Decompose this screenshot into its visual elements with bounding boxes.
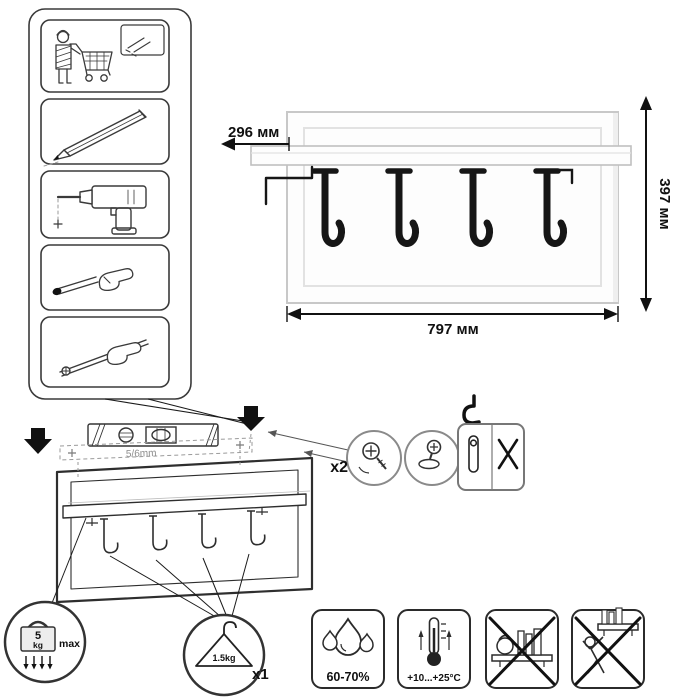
outline-hooks <box>100 510 266 554</box>
temperature-icon <box>418 617 452 666</box>
drill-template <box>59 437 253 461</box>
coat-hook <box>459 168 494 247</box>
hanger-load-label: 1.5kg <box>212 653 235 663</box>
load-direction-arrows <box>23 656 53 670</box>
tools-panel-border <box>28 8 192 400</box>
max-load-max-label: max <box>59 638 80 650</box>
pencil-icon <box>40 98 170 167</box>
no-climbing-box <box>571 607 645 689</box>
installation-diagram: 5/6mm <box>24 394 525 604</box>
product-shelf <box>250 145 632 166</box>
wall-hook-icon <box>462 394 481 425</box>
humidity-box: 60-70% <box>311 609 385 689</box>
temperature-box: +10...+25°C <box>397 609 471 689</box>
depth-dimension-label: 296 мм <box>228 124 279 141</box>
humidity-label: 60-70% <box>326 670 369 684</box>
sequence-leader-lines <box>104 398 248 425</box>
temperature-label: +10...+25°C <box>407 673 460 684</box>
humidity-icon <box>322 617 374 656</box>
coat-hook <box>385 168 420 247</box>
drill-size-label: 5/6mm <box>126 448 157 460</box>
hanger-count-label: x1 <box>252 666 269 683</box>
spec-icons-row: 60-70% +10...+25°C <box>311 607 645 689</box>
no-heavy-load-box <box>485 609 559 689</box>
product-back-panel <box>286 111 619 304</box>
screw-washer-icon <box>404 430 460 486</box>
person-with-cart-icon <box>40 19 170 93</box>
fasteners-count-label: x2 <box>330 459 348 476</box>
spirit-level-icon <box>87 423 219 447</box>
no-climbing-icon <box>574 607 642 686</box>
hanger-icon <box>195 621 253 667</box>
hook-leader-lines <box>109 553 250 618</box>
dimension-width: 797 мм <box>286 306 619 338</box>
mount-guide-dash <box>248 433 252 453</box>
dowel-insert-icon <box>40 244 170 311</box>
height-dimension-label: 397 мм <box>656 178 673 229</box>
press-down-arrow-right <box>237 406 265 431</box>
hanger-load-badge: 1.5kg x1 <box>109 553 269 697</box>
no-cross-icon <box>497 438 519 470</box>
weight-icon: 5 kg <box>20 620 56 652</box>
wall-rack-outline <box>55 450 314 604</box>
keyhole-mount-icon <box>468 435 479 473</box>
product-view: 296 мм 397 мм 797 мм <box>221 96 673 338</box>
hanging-method-box <box>457 394 525 491</box>
max-load-badge: 5 kg max <box>3 517 87 684</box>
dimension-depth: 296 мм <box>221 124 290 151</box>
coat-hook <box>311 168 346 247</box>
rail-fastening-icon <box>40 316 170 388</box>
no-heavy-load-icon <box>488 616 556 686</box>
coat-hook <box>533 168 568 247</box>
tools-panel <box>28 8 192 400</box>
screw-detail-icon <box>346 430 402 486</box>
product-hooks <box>264 165 574 247</box>
width-dimension-label: 797 мм <box>427 321 478 338</box>
max-load-value: 5 <box>35 630 41 642</box>
max-load-unit: kg <box>33 640 43 650</box>
press-down-arrow-left <box>24 428 52 454</box>
drill-icon <box>40 170 170 239</box>
dimension-height: 397 мм <box>640 96 673 312</box>
